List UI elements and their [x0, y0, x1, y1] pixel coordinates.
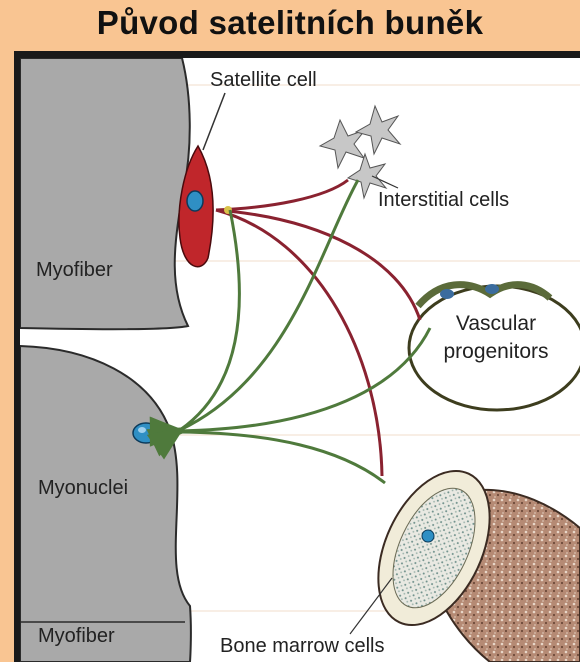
satellite-nucleus [187, 191, 203, 211]
satellite-leader-line [203, 93, 225, 150]
label-bone-marrow-cells: Bone marrow cells [220, 635, 385, 657]
myofiber-bottom [20, 346, 191, 662]
label-progenitors: progenitors [443, 340, 548, 363]
vascular-nucleus-1 [440, 289, 454, 299]
label-myofiber-bottom: Myofiber [38, 625, 115, 647]
interstitial-cells [320, 106, 400, 198]
myonucleus-highlight [138, 427, 146, 433]
page-title: Původ satelitních buněk [0, 4, 580, 42]
label-myonuclei: Myonuclei [38, 477, 128, 499]
diagram-svg: Satellite cell Interstitial cells Myofib… [20, 58, 580, 662]
myonucleus [133, 423, 159, 443]
diagram-panel: Satellite cell Interstitial cells Myofib… [20, 58, 580, 662]
bone [356, 453, 580, 662]
vascular-nucleus-2 [485, 284, 499, 294]
label-interstitial-cells: Interstitial cells [378, 189, 509, 211]
label-satellite-cell: Satellite cell [210, 69, 317, 91]
label-myofiber-top: Myofiber [36, 259, 113, 281]
myofiber-top [20, 58, 190, 329]
label-vascular: Vascular [456, 312, 536, 335]
red-arrows [216, 180, 420, 476]
